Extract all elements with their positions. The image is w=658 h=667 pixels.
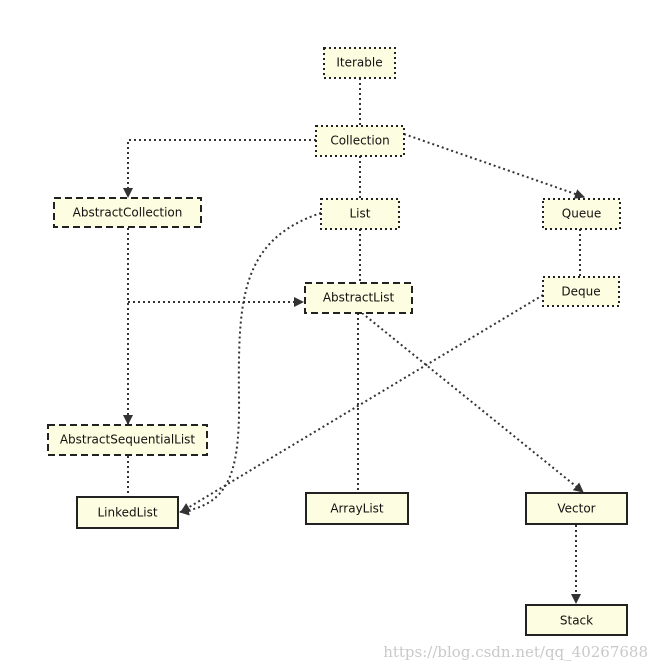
edge-collection-queue [403, 133, 585, 199]
edge-list-linkedlist [179, 212, 322, 516]
node-linked-list-label: LinkedList [97, 506, 157, 520]
node-list: List [320, 198, 400, 230]
node-queue-label: Queue [562, 207, 601, 221]
node-array-list: ArrayList [305, 492, 409, 525]
node-deque-label: Deque [561, 285, 600, 299]
node-stack-label: Stack [560, 614, 593, 628]
edge-abstractlist-vector [361, 312, 584, 493]
node-abstract-collection-label: AbstractCollection [73, 206, 183, 220]
node-list-label: List [350, 207, 371, 221]
edge-deque-linkedlist [180, 294, 544, 513]
edges [123, 78, 585, 604]
node-abstract-collection: AbstractCollection [53, 197, 202, 228]
node-stack: Stack [525, 604, 628, 636]
node-vector-label: Vector [557, 502, 595, 516]
node-linked-list: LinkedList [76, 496, 179, 529]
node-array-list-label: ArrayList [330, 502, 384, 516]
node-abstract-sequential-list: AbstractSequentialList [47, 424, 208, 456]
node-queue: Queue [542, 198, 621, 230]
node-vector: Vector [525, 492, 628, 525]
watermark: https://blog.csdn.net/qq_40267688 [383, 643, 648, 661]
node-iterable-label: Iterable [336, 56, 382, 70]
node-abstract-list-label: AbstractList [323, 291, 395, 305]
node-abstract-sequential-list-label: AbstractSequentialList [60, 433, 196, 447]
node-collection: Collection [315, 125, 405, 157]
edge-collection-abstractcollection [123, 139, 316, 198]
node-collection-label: Collection [330, 134, 389, 148]
node-deque: Deque [542, 276, 620, 307]
node-abstract-list: AbstractList [304, 282, 413, 314]
node-iterable: Iterable [323, 47, 396, 79]
